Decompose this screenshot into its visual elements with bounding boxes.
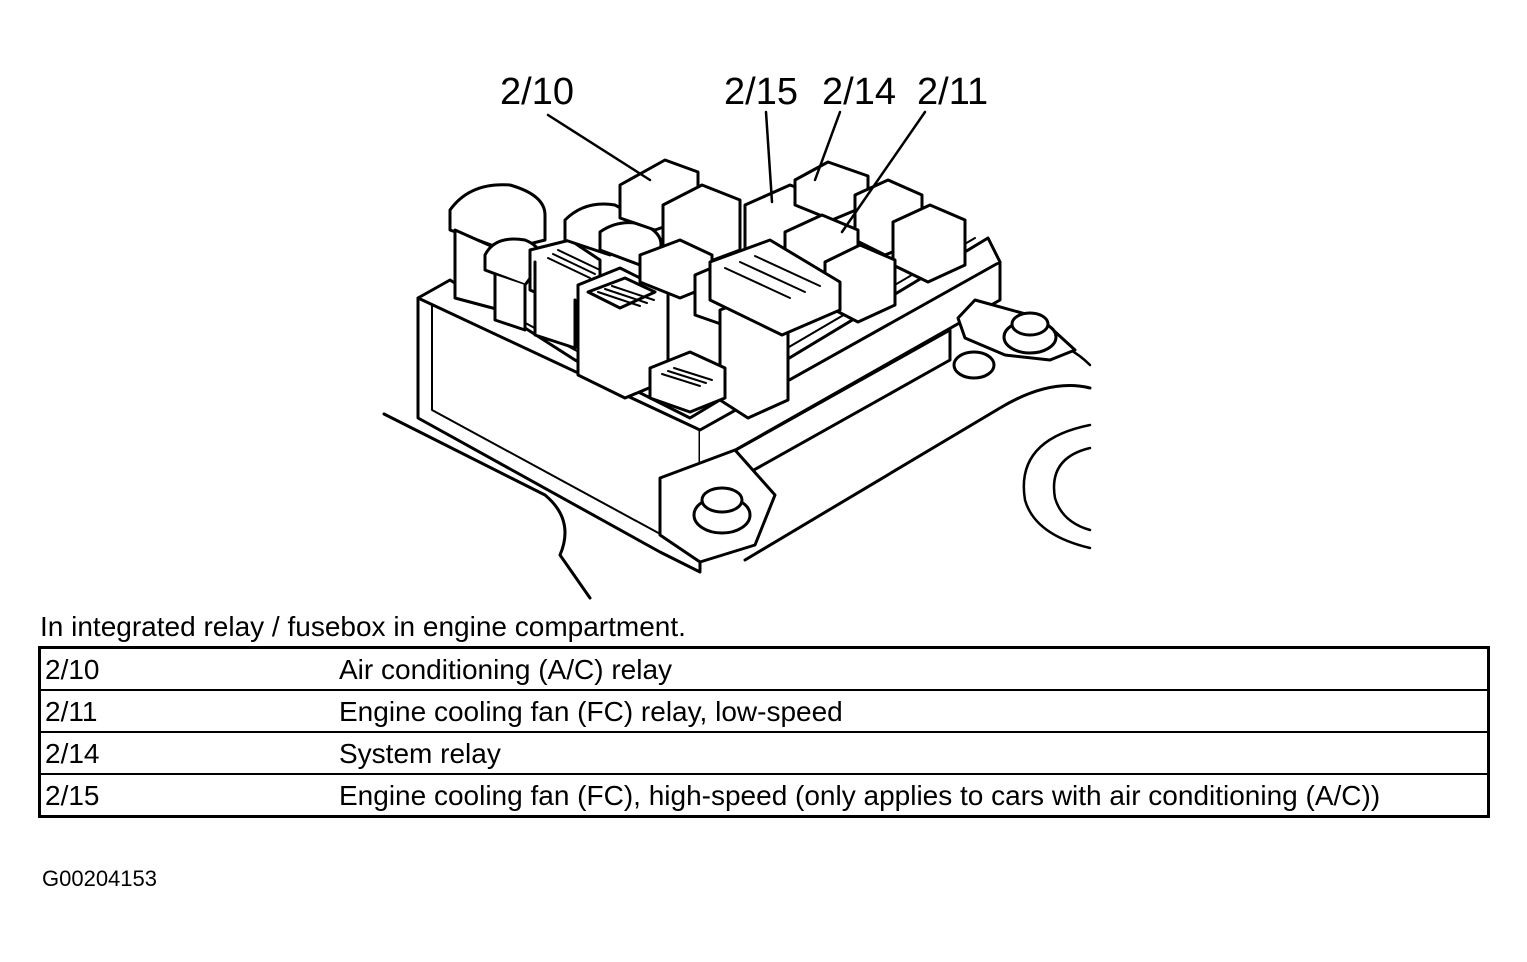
wheel-arch-curve xyxy=(1022,423,1092,550)
housing-right-face xyxy=(698,328,952,477)
legend-description: Engine cooling fan (FC) relay, low-speed xyxy=(335,689,1489,733)
callout-label: 2/10 xyxy=(500,71,574,113)
callout-leader xyxy=(546,110,927,234)
bolt xyxy=(692,311,1058,535)
fusebox-illustration: 2/10 2/15 2/14 2/11 xyxy=(382,71,1092,600)
legend-code: 2/10 xyxy=(39,646,335,691)
figure-id: G00204153 xyxy=(42,866,157,891)
housing-left-face xyxy=(416,296,702,574)
callout-label: 2/11 xyxy=(917,71,988,113)
table-row: 2/10 Air conditioning (A/C) relay xyxy=(39,646,1489,691)
wheel-arch-curve xyxy=(1052,446,1092,532)
table-row: 2/14 System relay xyxy=(39,731,1489,775)
callout-label: 2/14 xyxy=(822,71,896,113)
legend-code: 2/11 xyxy=(39,689,335,733)
table-row: 2/15 Engine cooling fan (FC), high-speed… xyxy=(39,773,1489,818)
legend-description: System relay xyxy=(335,731,1489,775)
callout-label: 2/15 xyxy=(724,71,798,113)
body-panel-line xyxy=(743,384,1092,562)
fuse-slot xyxy=(547,249,821,387)
legend-code: 2/14 xyxy=(39,731,335,775)
housing-left-face xyxy=(431,305,687,549)
table-row: 2/11 Engine cooling fan (FC) relay, low-… xyxy=(39,689,1489,733)
body-panel-line xyxy=(382,412,592,600)
legend-description: Engine cooling fan (FC), high-speed (onl… xyxy=(335,773,1489,818)
legend-table: 2/10 Air conditioning (A/C) relay 2/11 E… xyxy=(38,646,1490,818)
legend-description: Air conditioning (A/C) relay xyxy=(335,646,1489,691)
relay-block xyxy=(448,158,967,420)
figure-caption: In integrated relay / fusebox in engine … xyxy=(40,611,686,642)
legend-code: 2/15 xyxy=(39,773,335,818)
